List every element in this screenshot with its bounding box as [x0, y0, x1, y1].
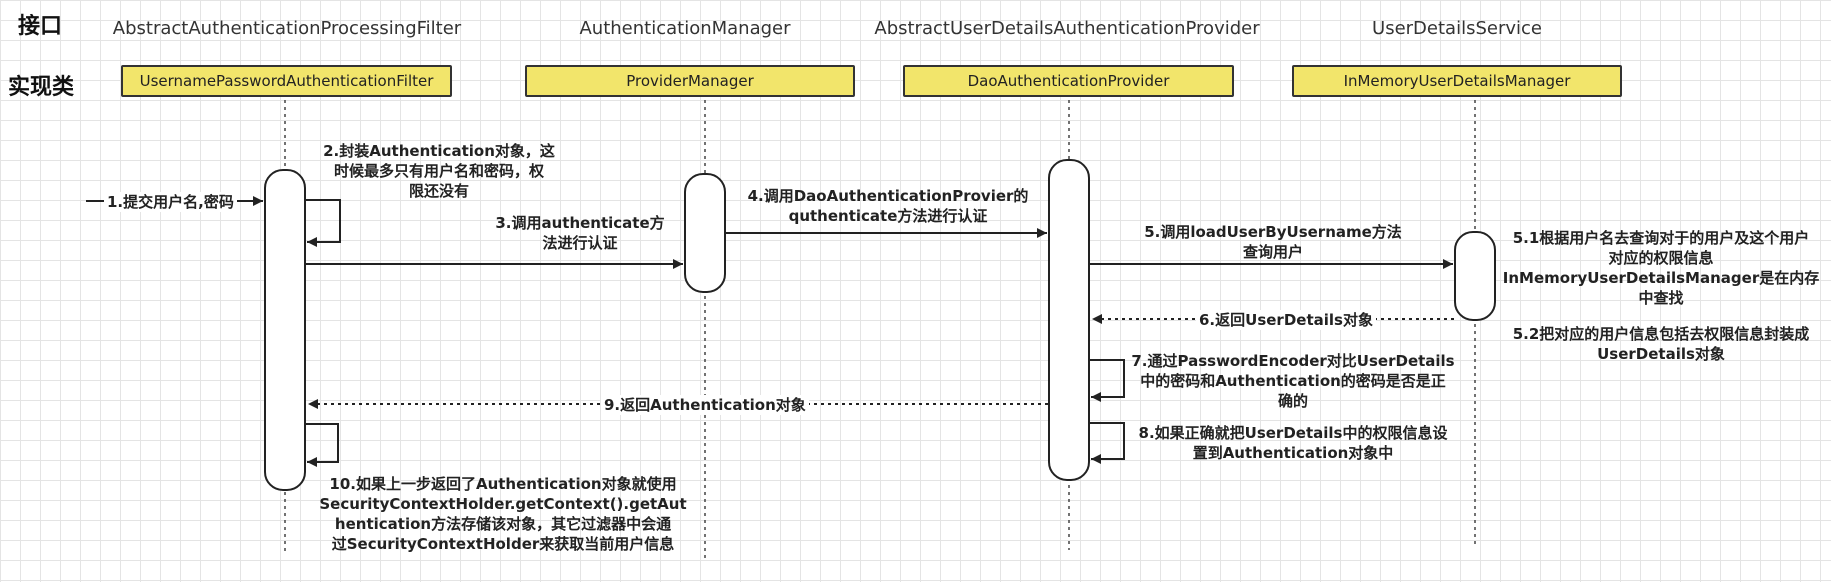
interface-user-details-provider: AbstractUserDetailsAuthenticationProvide…	[874, 18, 1260, 39]
activation-dao-provider	[1048, 159, 1090, 481]
message-5-2-label: 5.2把对应的用户信息包括去权限信息封装成 UserDetails对象	[1512, 325, 1810, 363]
arrow-8	[1090, 422, 1125, 464]
message-7-label: 7.通过PasswordEncoder对比UserDetails 中的密码和Au…	[1131, 352, 1455, 410]
impl-box-provider-manager: ProviderManager	[525, 65, 855, 97]
impl-box-dao-provider: DaoAuthenticationProvider	[903, 65, 1234, 97]
interface-filter: AbstractAuthenticationProcessingFilter	[112, 18, 462, 39]
activation-filter	[264, 169, 306, 491]
message-10-label: 10.如果上一步返回了Authentication对象就使用 SecurityC…	[319, 475, 687, 553]
message-3-label: 3.调用authenticate方 法进行认证	[495, 214, 665, 252]
interface-user-details-service: UserDetailsService	[1372, 18, 1542, 39]
message-4-label: 4.调用DaoAuthenticationProvier的 quthentica…	[747, 187, 1029, 225]
message-1-label: 1.提交用户名,密码	[104, 192, 237, 212]
message-2-label: 2.封装Authentication对象，这 时候最多只有用户名和密码，权 限还…	[323, 142, 555, 200]
message-9-label: 9.返回Authentication对象	[601, 395, 809, 415]
message-5-label: 5.调用loadUserByUsername方法 查询用户	[1144, 223, 1402, 261]
message-6-label: 6.返回UserDetails对象	[1196, 310, 1376, 330]
interface-authentication-manager: AuthenticationManager	[579, 18, 791, 39]
impl-box-filter: UsernamePasswordAuthenticationFilter	[121, 65, 452, 97]
impl-row-label: 实现类	[8, 75, 75, 100]
message-8-label: 8.如果正确就把UserDetails中的权限信息设 置到Authenticat…	[1138, 424, 1448, 462]
arrow-2	[306, 199, 341, 247]
message-5-1-label: 5.1根据用户名去查询对于的用户及这个用户 对应的权限信息 InMemoryUs…	[1502, 229, 1820, 307]
impl-box-user-details-manager: InMemoryUserDetailsManager	[1292, 65, 1622, 97]
activation-user-details-manager	[1454, 231, 1496, 321]
interface-row-label: 接口	[18, 14, 63, 39]
arrow-10	[306, 423, 339, 467]
activation-provider-manager	[684, 173, 726, 293]
arrow-7	[1090, 359, 1125, 402]
